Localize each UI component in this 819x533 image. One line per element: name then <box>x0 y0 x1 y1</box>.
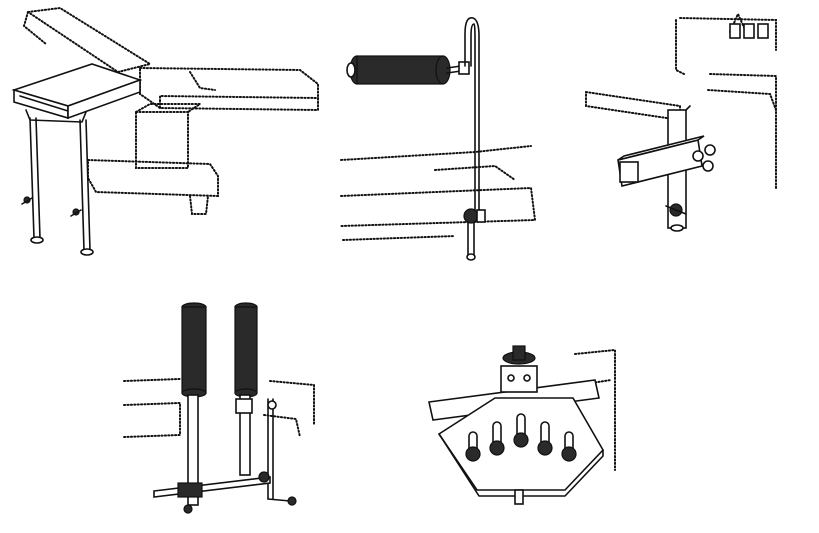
roll-support-icon <box>340 17 537 261</box>
padded-posts-icon <box>123 302 315 514</box>
hand-surgery-finger-plate-illustration <box>428 345 616 505</box>
finger-plate-icon <box>428 345 616 505</box>
arm-table-icon <box>11 6 319 256</box>
tube-clamp-icon <box>585 11 777 232</box>
arm-table-attachment-illustration <box>11 6 319 256</box>
square-tube-clamp-illustration <box>585 11 777 232</box>
cylindrical-roll-support-illustration <box>340 17 537 261</box>
double-padded-post-support-illustration <box>123 302 315 514</box>
